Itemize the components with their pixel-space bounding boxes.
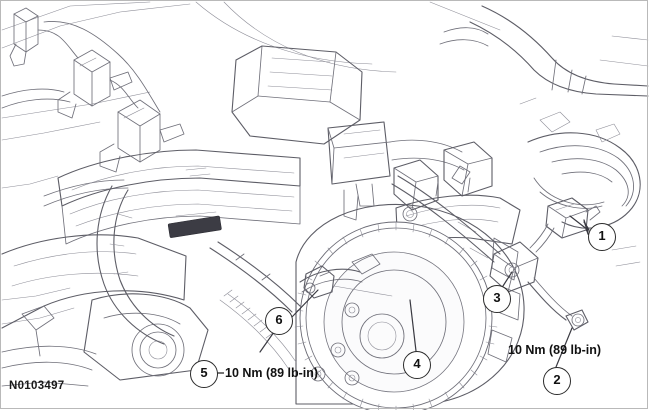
callout-1[interactable]: 1 xyxy=(588,223,616,251)
wiring-harness-left xyxy=(1,20,161,207)
torque-spec-lower-left: 10 Nm (89 lb-in) xyxy=(225,366,319,380)
egr-valve-and-tube xyxy=(391,175,601,331)
misc-detail-right xyxy=(519,97,641,267)
ignition-coils-left-bank xyxy=(9,7,185,173)
camshaft-cover-left xyxy=(57,149,301,245)
callout-2[interactable]: 2 xyxy=(543,367,571,395)
coolant-hoses-upper-right xyxy=(439,5,649,229)
figure-id-label: N0103497 xyxy=(9,380,65,392)
dipstick-tube xyxy=(209,241,301,313)
callout-leader-lines xyxy=(211,215,591,374)
engine-block-lower-left xyxy=(1,234,209,387)
callout-5[interactable]: 5 xyxy=(190,360,218,388)
callout-4[interactable]: 4 xyxy=(403,351,431,379)
callout-6[interactable]: 6 xyxy=(265,307,293,335)
heater-hose-left xyxy=(96,185,175,345)
torque-spec-upper-right: 10 Nm (89 lb-in) xyxy=(508,343,602,357)
intake-manifold xyxy=(231,45,391,221)
flywheel-bolts xyxy=(310,302,360,386)
crank-position-sensor xyxy=(299,253,393,299)
callout-3[interactable]: 3 xyxy=(483,285,511,313)
fuel-rail-and-runners xyxy=(389,139,493,222)
